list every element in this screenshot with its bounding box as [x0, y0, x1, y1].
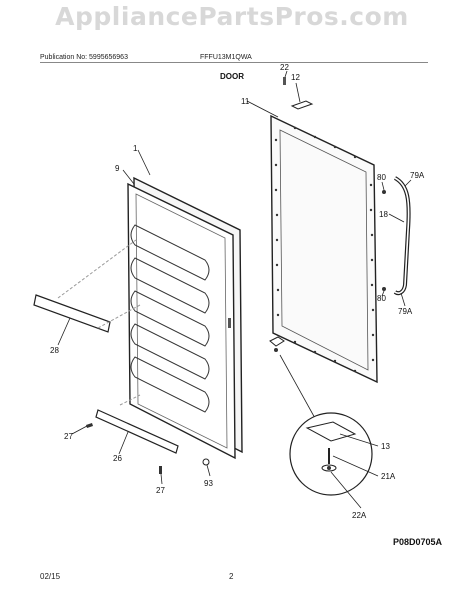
door-gasket-panel: [270, 114, 378, 384]
watermark: AppliancePartsPros.com: [55, 2, 409, 31]
callout-80-bottom: 80: [377, 294, 386, 303]
hinge-detail-circle: [289, 412, 373, 496]
screw-27b: [159, 466, 162, 474]
callout-12: 12: [291, 73, 300, 82]
callout-9: 9: [115, 164, 120, 173]
hinge-bracket: [269, 336, 285, 352]
footer-page: 2: [229, 572, 234, 581]
callout-79a-bottom: 79A: [398, 307, 413, 316]
callout-11: 11: [241, 97, 250, 106]
callout-93: 93: [204, 479, 213, 488]
header-rule: [40, 62, 428, 63]
callout-22: 22: [280, 63, 289, 72]
callout-21a: 21A: [381, 472, 396, 481]
callout-28: 28: [50, 346, 59, 355]
callout-1: 1: [133, 144, 138, 153]
screw-27a: [86, 423, 93, 428]
callout-13: 13: [381, 442, 390, 451]
door-bottom-trim: [95, 409, 179, 454]
callout-26: 26: [113, 454, 122, 463]
model-number: FFFU13M1QWA: [200, 54, 252, 61]
door-handle: [382, 176, 411, 296]
callout-27-bottom: 27: [156, 486, 165, 495]
callout-27-left: 27: [64, 432, 73, 441]
page-title: DOOR: [220, 72, 244, 81]
diagram-code: P08D0705A: [392, 537, 442, 547]
leader-lines: [57, 70, 412, 509]
callout-22a: 22A: [352, 511, 367, 520]
callout-79a-top: 79A: [410, 171, 425, 180]
publication-number: Publication No: 5995656963: [40, 54, 128, 61]
shelf-rail: [33, 294, 111, 333]
screw-93: [202, 458, 210, 466]
footer-date: 02/15: [40, 572, 61, 581]
door-top-trim: [283, 77, 314, 110]
callout-80-top: 80: [377, 173, 386, 182]
callout-18: 18: [379, 210, 388, 219]
door-inner-liner: [127, 176, 243, 460]
